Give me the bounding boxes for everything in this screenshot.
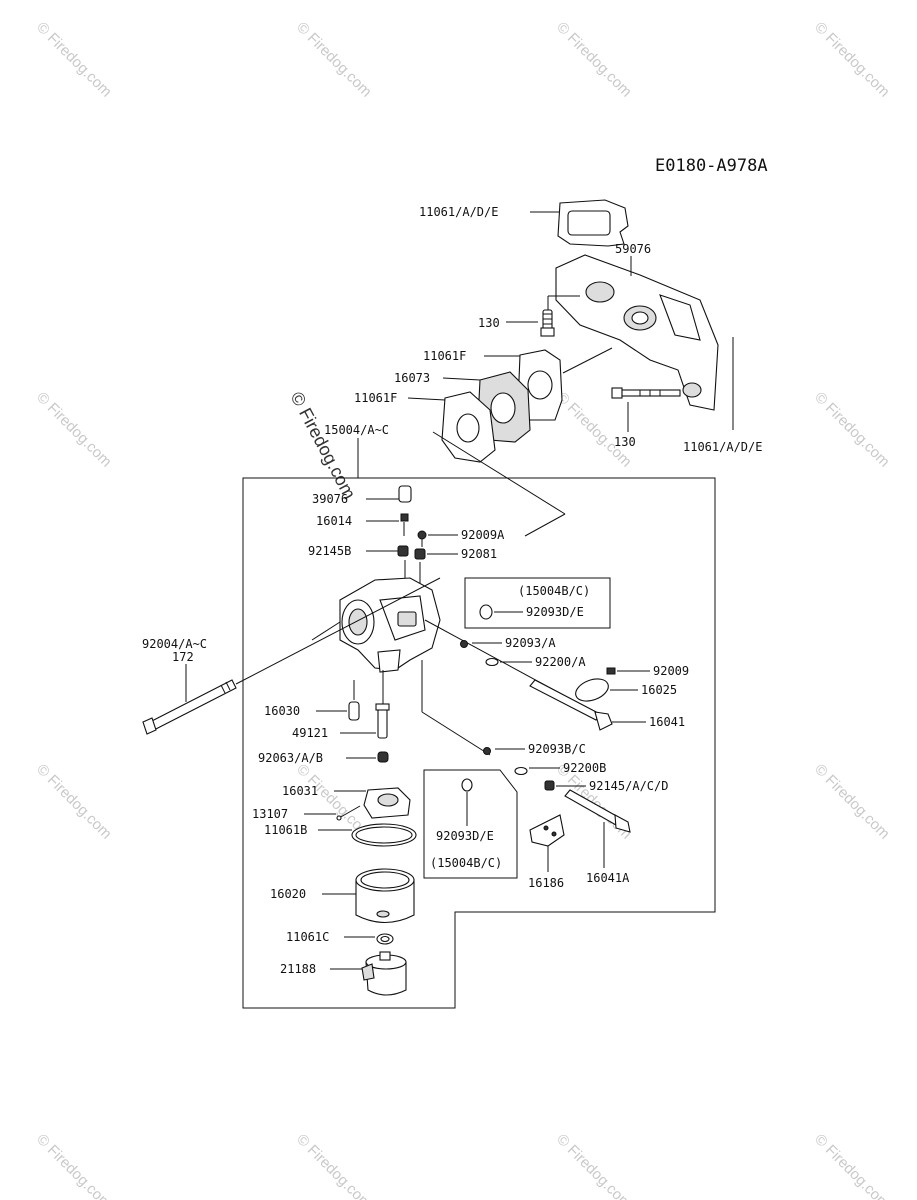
label-49121: 49121 — [292, 726, 328, 740]
callout-box-lower — [423, 769, 518, 879]
oring-11061b — [351, 823, 417, 847]
float-bowl-16020 — [355, 868, 415, 924]
throttle-plate-16025 — [575, 678, 609, 702]
watermark: © Firedog.com — [553, 389, 635, 471]
label-92009: 92009 — [653, 664, 689, 678]
label-15004bc-b: (15004B/C) — [430, 856, 502, 870]
bolt-172 — [142, 679, 237, 735]
watermark-center: © Firedog.com — [286, 388, 359, 502]
watermark: © Firedog.com — [293, 19, 375, 101]
label-92200b: 92200B — [563, 761, 606, 775]
throttle-shaft-16041 — [529, 679, 613, 731]
choke-shaft-16041a — [564, 789, 631, 833]
callout-box-upper — [464, 577, 611, 629]
label-39076: 39076 — [312, 492, 348, 506]
label-16014: 16014 — [316, 514, 352, 528]
part-92009a — [417, 530, 427, 547]
label-15004ac: 15004/A~C — [324, 423, 389, 437]
watermark-grid: © Firedog.com © Firedog.com © Firedog.co… — [33, 19, 893, 1200]
label-92200a: 92200/A — [535, 655, 586, 669]
label-92063ab: 92063/A/B — [258, 751, 323, 765]
watermark: © Firedog.com — [553, 1131, 635, 1200]
part-92200b — [514, 766, 528, 776]
gasket-11061f-lower — [441, 391, 496, 463]
watermark: © Firedog.com — [811, 19, 893, 101]
choke-plate-16186 — [529, 814, 565, 847]
label-11061ade-top: 11061/A/D/E — [419, 205, 498, 219]
label-16025: 16025 — [641, 683, 677, 697]
watermark: © Firedog.com — [293, 1131, 375, 1200]
pin-13107 — [336, 805, 361, 821]
float-16031 — [363, 787, 411, 819]
part-92009 — [606, 667, 616, 675]
label-59076: 59076 — [615, 242, 651, 256]
carburetor-body — [339, 577, 441, 673]
bolt-130-a — [540, 309, 555, 337]
label-16030: 16030 — [264, 704, 300, 718]
part-92145b — [397, 545, 409, 557]
label-92145acd: 92145/A/C/D — [589, 779, 668, 793]
part-92081 — [414, 548, 426, 560]
part-92093de-b — [461, 778, 473, 792]
watermark: © Firedog.com — [33, 389, 115, 471]
label-13107: 13107 — [252, 807, 288, 821]
label-11061b: 11061B — [264, 823, 307, 837]
watermark: © Firedog.com — [553, 19, 635, 101]
part-16030 — [348, 701, 360, 721]
label-92093a: 92093/A — [505, 636, 556, 650]
label-92004ac: 92004/A~C — [142, 637, 207, 651]
watermark: © Firedog.com — [811, 389, 893, 471]
watermark: © Firedog.com — [33, 761, 115, 843]
label-11061ade-side: 11061/A/D/E — [683, 440, 762, 454]
diagram-code: E0180-A978A — [655, 156, 768, 176]
watermark: © Firedog.com — [33, 19, 115, 101]
label-92081: 92081 — [461, 547, 497, 561]
watermark: © Firedog.com — [811, 761, 893, 843]
label-92093de-b: 92093D/E — [436, 829, 494, 843]
label-16041a: 16041A — [586, 871, 630, 885]
part-92200a — [485, 657, 499, 667]
label-16186: 16186 — [528, 876, 564, 890]
label-11061f-a: 11061F — [423, 349, 466, 363]
label-130-a: 130 — [478, 316, 500, 330]
label-16041: 16041 — [649, 715, 685, 729]
part-49121 — [375, 703, 390, 739]
intake-manifold-59076 — [555, 254, 719, 411]
label-21188: 21188 — [280, 962, 316, 976]
solenoid-21188 — [361, 951, 407, 996]
bolt-130-b — [611, 387, 681, 399]
label-11061f-b: 11061F — [354, 391, 397, 405]
label-11061c: 11061C — [286, 930, 329, 944]
gasket-11061ade-top — [557, 199, 629, 247]
assembly-boundary — [242, 477, 716, 1009]
label-130-b: 130 — [614, 435, 636, 449]
part-16014 — [400, 513, 409, 536]
label-172: 172 — [172, 650, 194, 664]
label-92093bc: 92093B/C — [528, 742, 586, 756]
label-16031: 16031 — [282, 784, 318, 798]
part-92093de-a — [479, 604, 493, 620]
part-92093bc — [483, 747, 491, 755]
label-92093de-a: 92093D/E — [526, 605, 584, 619]
watermark: © Firedog.com — [33, 1131, 115, 1200]
part-92145acd — [544, 780, 555, 791]
label-92145b: 92145B — [308, 544, 351, 558]
label-15004bc-a: (15004B/C) — [518, 584, 590, 598]
label-92009a: 92009A — [461, 528, 505, 542]
part-39076 — [398, 485, 412, 503]
part-92093a — [460, 640, 468, 648]
label-16073: 16073 — [394, 371, 430, 385]
part-92063ab — [377, 751, 389, 763]
label-16020: 16020 — [270, 887, 306, 901]
gasket-11061c — [376, 933, 394, 945]
watermark: © Firedog.com — [811, 1131, 893, 1200]
